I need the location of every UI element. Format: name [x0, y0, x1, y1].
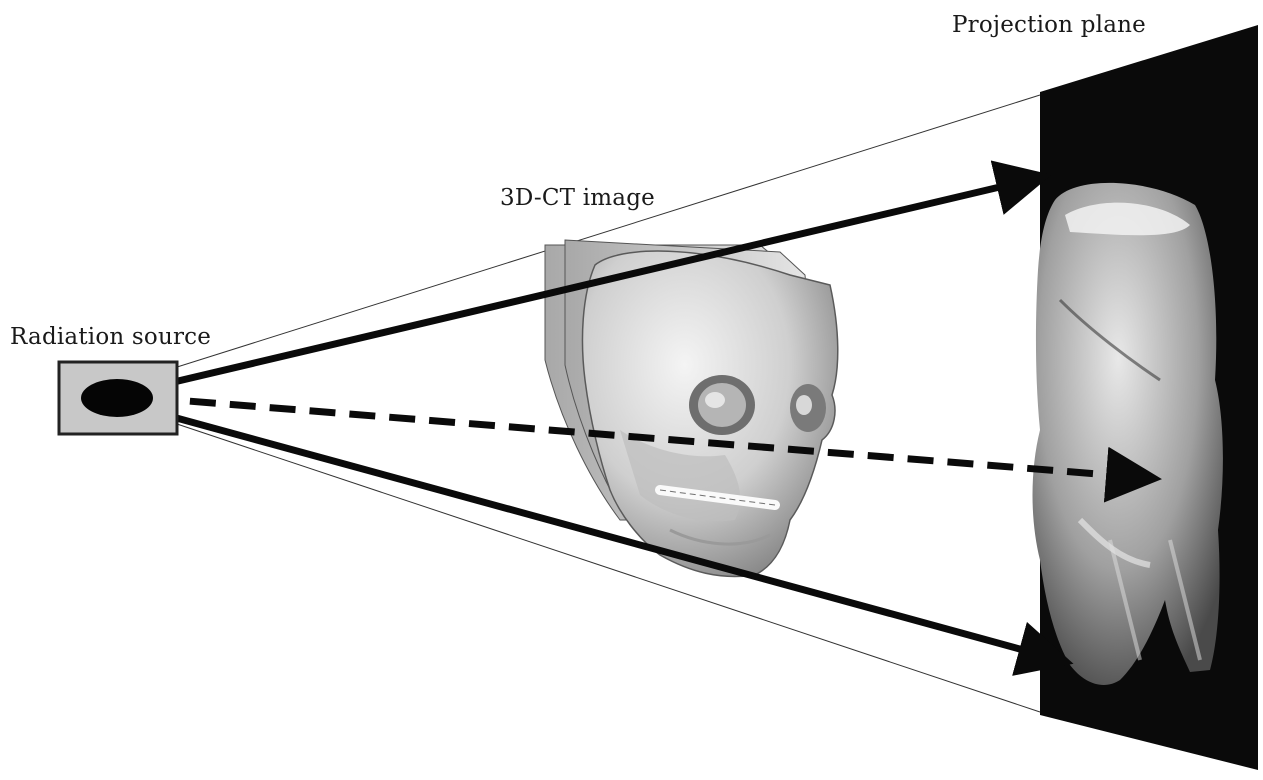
ct-image-label: 3D-CT image: [500, 185, 655, 211]
radiation-source-label: Radiation source: [10, 324, 211, 350]
radiation-source: [59, 362, 177, 434]
ct-skull-stack: [545, 240, 838, 576]
source-point: [81, 379, 153, 417]
projection-plane-label: Projection plane: [952, 12, 1146, 38]
projected-xray-image: [1033, 183, 1223, 685]
